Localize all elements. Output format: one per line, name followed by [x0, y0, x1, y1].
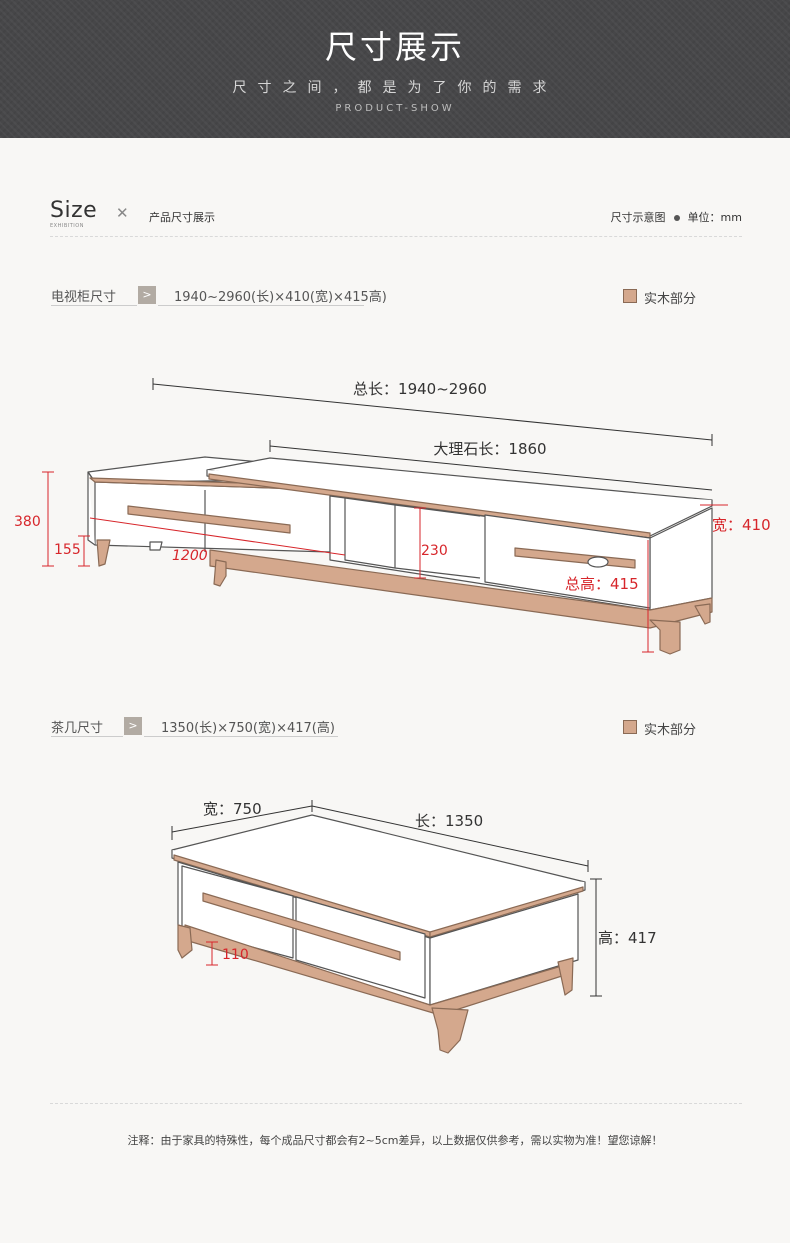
label-underline — [51, 736, 123, 737]
height-155-label: 155 — [54, 542, 81, 558]
width-1200-label: 1200 — [172, 548, 208, 564]
footer-divider — [50, 1103, 742, 1104]
page-title: 尺寸展示 — [324, 28, 465, 66]
tv-cabinet-drawing: 总长：1940~2960 大理石长：1860 宽：410 总高：415 380 … — [14, 378, 771, 655]
coffee-table-dims: 1350(长)×750(宽)×417(高) — [161, 721, 335, 736]
arrow-right-icon: > — [138, 286, 156, 304]
total-height-label: 总高：415 — [565, 575, 639, 593]
dims-underline — [144, 736, 338, 737]
table-width-label: 宽：750 — [203, 800, 262, 818]
label-underline — [51, 305, 137, 306]
exhibition-caption: EXHIBITION — [50, 223, 84, 229]
table-height-label: 高：417 — [598, 929, 657, 947]
section-divider — [50, 236, 742, 237]
wood-legend-label: 实木部分 — [644, 292, 697, 307]
size-heading: Size — [50, 198, 98, 223]
header-banner: 尺寸展示 尺寸之间，都是为了你的需求 PRODUCT-SHOW — [0, 0, 790, 138]
table-length-label: 长：1350 — [415, 812, 483, 830]
unit-info: 尺寸示意图 单位：mm — [611, 209, 742, 225]
arrow-right-icon: > — [124, 717, 142, 735]
height-230-label: 230 — [421, 543, 448, 559]
height-380-label: 380 — [14, 514, 41, 530]
unit-label: 单位：mm — [687, 211, 742, 224]
wood-legend-label: 实木部分 — [644, 723, 697, 738]
disclaimer-note: 注释：由于家具的特殊性，每个成品尺寸都会有2~5cm差异，以上数据仅供参考，需以… — [127, 1134, 663, 1147]
marble-length-label: 大理石长：1860 — [433, 440, 546, 458]
height-110-label: 110 — [222, 947, 249, 963]
section-subtitle: 产品尺寸展示 — [149, 211, 215, 224]
cross-icon: ✕ — [116, 204, 129, 222]
page-english-subtitle: PRODUCT-SHOW — [335, 103, 455, 114]
diagram-label: 尺寸示意图 — [610, 211, 666, 224]
dims-underline — [158, 305, 364, 306]
page-subtitle: 尺寸之间，都是为了你的需求 — [232, 80, 558, 96]
tv-cabinet-dims: 1940~2960(长)×410(宽)×415高) — [174, 290, 387, 305]
wood-legend-swatch — [623, 720, 637, 734]
coffee-table-label: 茶几尺寸 — [51, 721, 104, 736]
wood-legend-swatch — [623, 289, 637, 303]
width-label: 宽：410 — [712, 516, 771, 534]
total-length-label: 总长：1940~2960 — [353, 380, 487, 398]
coffee-table-drawing: 宽：750 长：1350 高：417 110 — [171, 800, 657, 1054]
bullet-icon — [673, 214, 680, 221]
tv-cabinet-label: 电视柜尺寸 — [51, 290, 117, 305]
